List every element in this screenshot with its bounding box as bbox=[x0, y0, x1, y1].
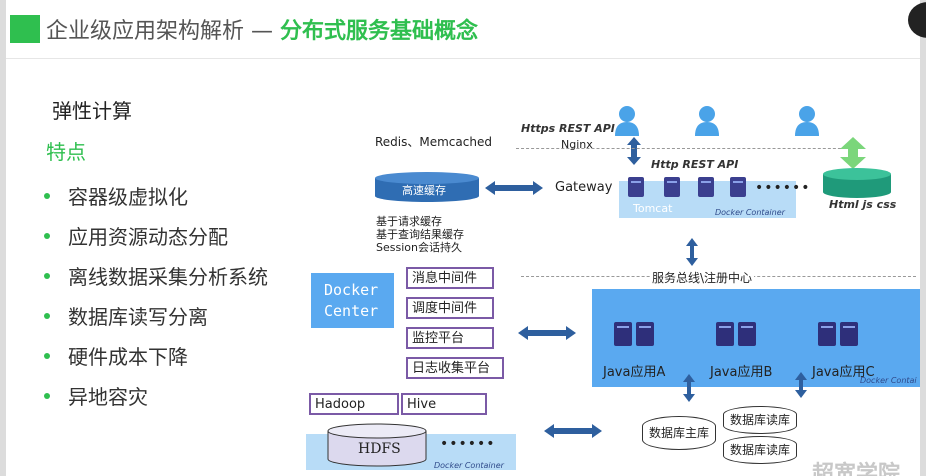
title-highlight: 分布式服务基础概念 bbox=[280, 19, 479, 44]
app-read-db-arrow bbox=[795, 372, 807, 398]
bullet-dot-icon bbox=[44, 392, 50, 399]
webcam-overlay bbox=[908, 2, 926, 38]
hdfs-label: HDFS bbox=[358, 441, 401, 457]
service-bus-label: 服务总线\注册中心 bbox=[650, 269, 755, 286]
https-api-label: Https REST API bbox=[521, 122, 615, 135]
cache-notes: 基于请求缓存 基于查询结果缓存 Session会话持久 bbox=[376, 215, 464, 254]
user-icon bbox=[795, 106, 819, 136]
page-title: 企业级应用架构解析 — 分布式服务基础概念 bbox=[46, 13, 478, 45]
hive-box: Hive bbox=[401, 393, 487, 415]
java-app-b-label: Java应用B bbox=[710, 365, 773, 380]
server-icon bbox=[636, 322, 654, 346]
cache-cylinder bbox=[375, 172, 479, 202]
user-icon bbox=[695, 106, 719, 136]
bullet-item: 数据库读写分离 bbox=[44, 301, 208, 330]
bullet-dot-icon bbox=[44, 352, 50, 359]
static-resource-arrow bbox=[840, 137, 866, 169]
section-heading: 弹性计算 bbox=[52, 99, 132, 123]
section-subheading: 特点 bbox=[46, 140, 86, 164]
docker-center-panel bbox=[311, 273, 394, 328]
slide: 企业级应用架构解析 — 分布式服务基础概念 弹性计算 特点 容器级虚拟化 应用资… bbox=[6, 0, 920, 476]
middleware-message: 消息中间件 bbox=[406, 267, 494, 289]
docker-center-label: Docker Center bbox=[324, 281, 379, 320]
header-accent-block bbox=[10, 15, 40, 43]
watermark-text: 超宽学院 bbox=[812, 462, 901, 476]
nginx-label: Nginx bbox=[561, 138, 593, 151]
docker-container-label: Docker Container bbox=[715, 208, 785, 217]
http-api-label: Http REST API bbox=[651, 158, 739, 171]
hadoop-box: Hadoop bbox=[309, 393, 399, 415]
server-group-tomcat bbox=[628, 177, 746, 197]
static-resource-cylinder bbox=[823, 168, 891, 198]
bullet-dot-icon bbox=[44, 312, 50, 319]
server-icon bbox=[698, 177, 714, 197]
java-app-c-label: Java应用C bbox=[812, 365, 875, 380]
apps-container-label: Docker Contai bbox=[860, 376, 917, 385]
db-master: 数据库主库 bbox=[642, 416, 716, 450]
server-icon bbox=[664, 177, 680, 197]
bullet-item: 离线数据采集分析系统 bbox=[44, 261, 268, 290]
middleware-monitoring: 监控平台 bbox=[406, 327, 494, 349]
nginx-vertical-arrow bbox=[627, 137, 641, 165]
static-resource-label: Html js css bbox=[829, 198, 897, 211]
middleware-log-collection: 日志收集平台 bbox=[406, 357, 504, 379]
top-dashed-line bbox=[516, 148, 856, 149]
bullet-dot-icon bbox=[44, 232, 50, 239]
server-icon bbox=[818, 322, 836, 346]
cache-cylinder-label: 高速缓存 bbox=[402, 184, 446, 197]
app-db-arrow bbox=[683, 374, 695, 402]
middleware-apps-arrow bbox=[518, 326, 576, 340]
server-icon bbox=[730, 177, 746, 197]
middleware-scheduler: 调度中间件 bbox=[406, 297, 494, 319]
server-icon bbox=[628, 177, 644, 197]
user-icon bbox=[615, 106, 639, 136]
server-icon bbox=[738, 322, 756, 346]
header-bar bbox=[6, 0, 920, 59]
gateway-bus-arrow bbox=[686, 238, 698, 266]
gateway-label: Gateway bbox=[555, 180, 613, 195]
db-read-replica: 数据库读库 bbox=[723, 406, 797, 434]
bullet-item: 容器级虚拟化 bbox=[44, 181, 188, 210]
cache-gateway-arrow bbox=[485, 181, 543, 195]
bullet-item: 异地容灾 bbox=[44, 381, 148, 410]
server-icon bbox=[840, 322, 858, 346]
cache-tech-label: Redis、Memcached bbox=[375, 135, 492, 149]
hdfs-container-label: Docker Container bbox=[434, 461, 504, 470]
bullet-item: 应用资源动态分配 bbox=[44, 221, 228, 250]
hdfs-cylinder bbox=[327, 423, 427, 467]
server-icon bbox=[614, 322, 632, 346]
hdfs-db-arrow bbox=[544, 424, 602, 438]
server-icon bbox=[716, 322, 734, 346]
ellipsis-dots: •••••• bbox=[755, 180, 811, 196]
bullet-item: 硬件成本下降 bbox=[44, 341, 188, 370]
bullet-dot-icon bbox=[44, 272, 50, 279]
server-group-java bbox=[614, 322, 858, 346]
hdfs-ellipsis-dots: •••••• bbox=[440, 436, 496, 452]
db-read-replica: 数据库读库 bbox=[723, 436, 797, 464]
java-app-a-label: Java应用A bbox=[603, 365, 666, 380]
bullet-dot-icon bbox=[44, 192, 50, 199]
tomcat-label: Tomcat bbox=[633, 202, 673, 215]
title-prefix: 企业级应用架构解析 — bbox=[46, 19, 280, 44]
